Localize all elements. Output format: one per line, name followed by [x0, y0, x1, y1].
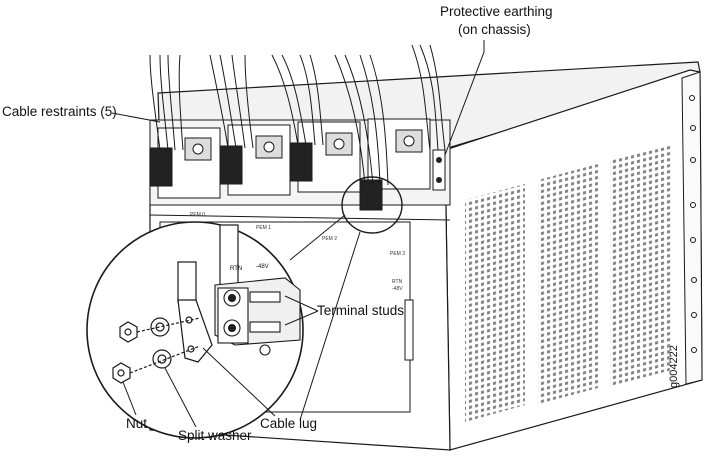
protective-earthing-label-2: (on chassis) [458, 22, 531, 37]
cable-lug-label: Cable lug [260, 416, 318, 431]
split-washer-label: Split washer [178, 428, 252, 443]
leader-lines [111, 40, 485, 428]
rack-ear-holes [689, 95, 697, 353]
highlight-ring [341, 176, 403, 234]
pem0-label: PEM 0 [190, 212, 205, 218]
figure-code: g004222 [668, 345, 680, 388]
pem3-label: PEM 3 [390, 251, 405, 257]
terminal-studs-label: Terminal studs [317, 303, 405, 318]
side-vent-3 [610, 144, 672, 386]
side-vent-1 [465, 184, 525, 422]
protective-earthing-label-1: Protective earthing [440, 4, 553, 19]
earthing-terminal [432, 149, 446, 191]
pem1-label: PEM 1 [256, 225, 271, 231]
rtn-small: RTN [392, 279, 403, 285]
fasteners [112, 316, 201, 384]
terminal-block: RTN -48V [214, 264, 301, 356]
neg48v-label: -48V [256, 264, 269, 270]
pem2-label: PEM 2 [322, 236, 337, 242]
nut-label: Nut [126, 416, 148, 431]
side-vent-2 [538, 164, 598, 404]
cable-restraints-label: Cable restraints (5) [2, 104, 117, 119]
rtn-label: RTN [230, 266, 242, 272]
power-cables [149, 44, 446, 186]
rack-ear [681, 71, 703, 385]
neg48v-small: -48V [392, 286, 403, 292]
